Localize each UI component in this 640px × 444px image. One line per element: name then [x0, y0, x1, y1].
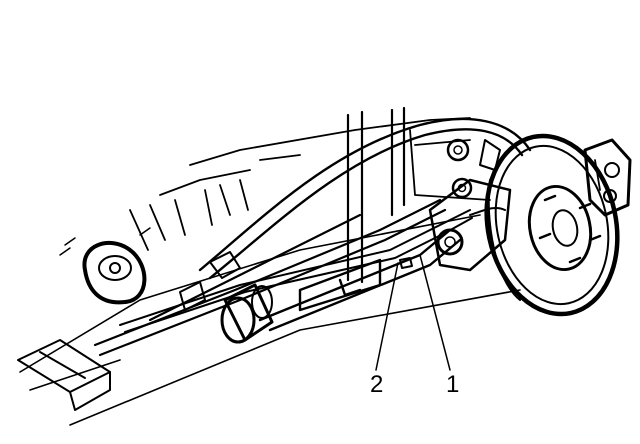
callout-label-2: 2 — [370, 371, 383, 398]
leader-2 — [375, 262, 399, 371]
callout-label-1: 1 — [446, 371, 459, 398]
wheel-studs — [538, 194, 602, 264]
cable-clip — [179, 251, 241, 311]
brake-rotor — [484, 133, 620, 317]
knuckle — [428, 138, 512, 272]
left-hub — [59, 227, 151, 305]
cable-bracket-caliper — [399, 206, 506, 269]
brake-caliper — [583, 138, 632, 217]
left-bracket — [17, 339, 111, 411]
brake-cable-lower — [119, 209, 473, 333]
parking-brake-cable — [198, 117, 532, 280]
leader-1 — [419, 254, 451, 371]
body-panel — [129, 117, 491, 251]
vertical-post — [346, 106, 406, 284]
suspension-bushing — [220, 283, 274, 344]
callout-leaders — [375, 254, 451, 371]
